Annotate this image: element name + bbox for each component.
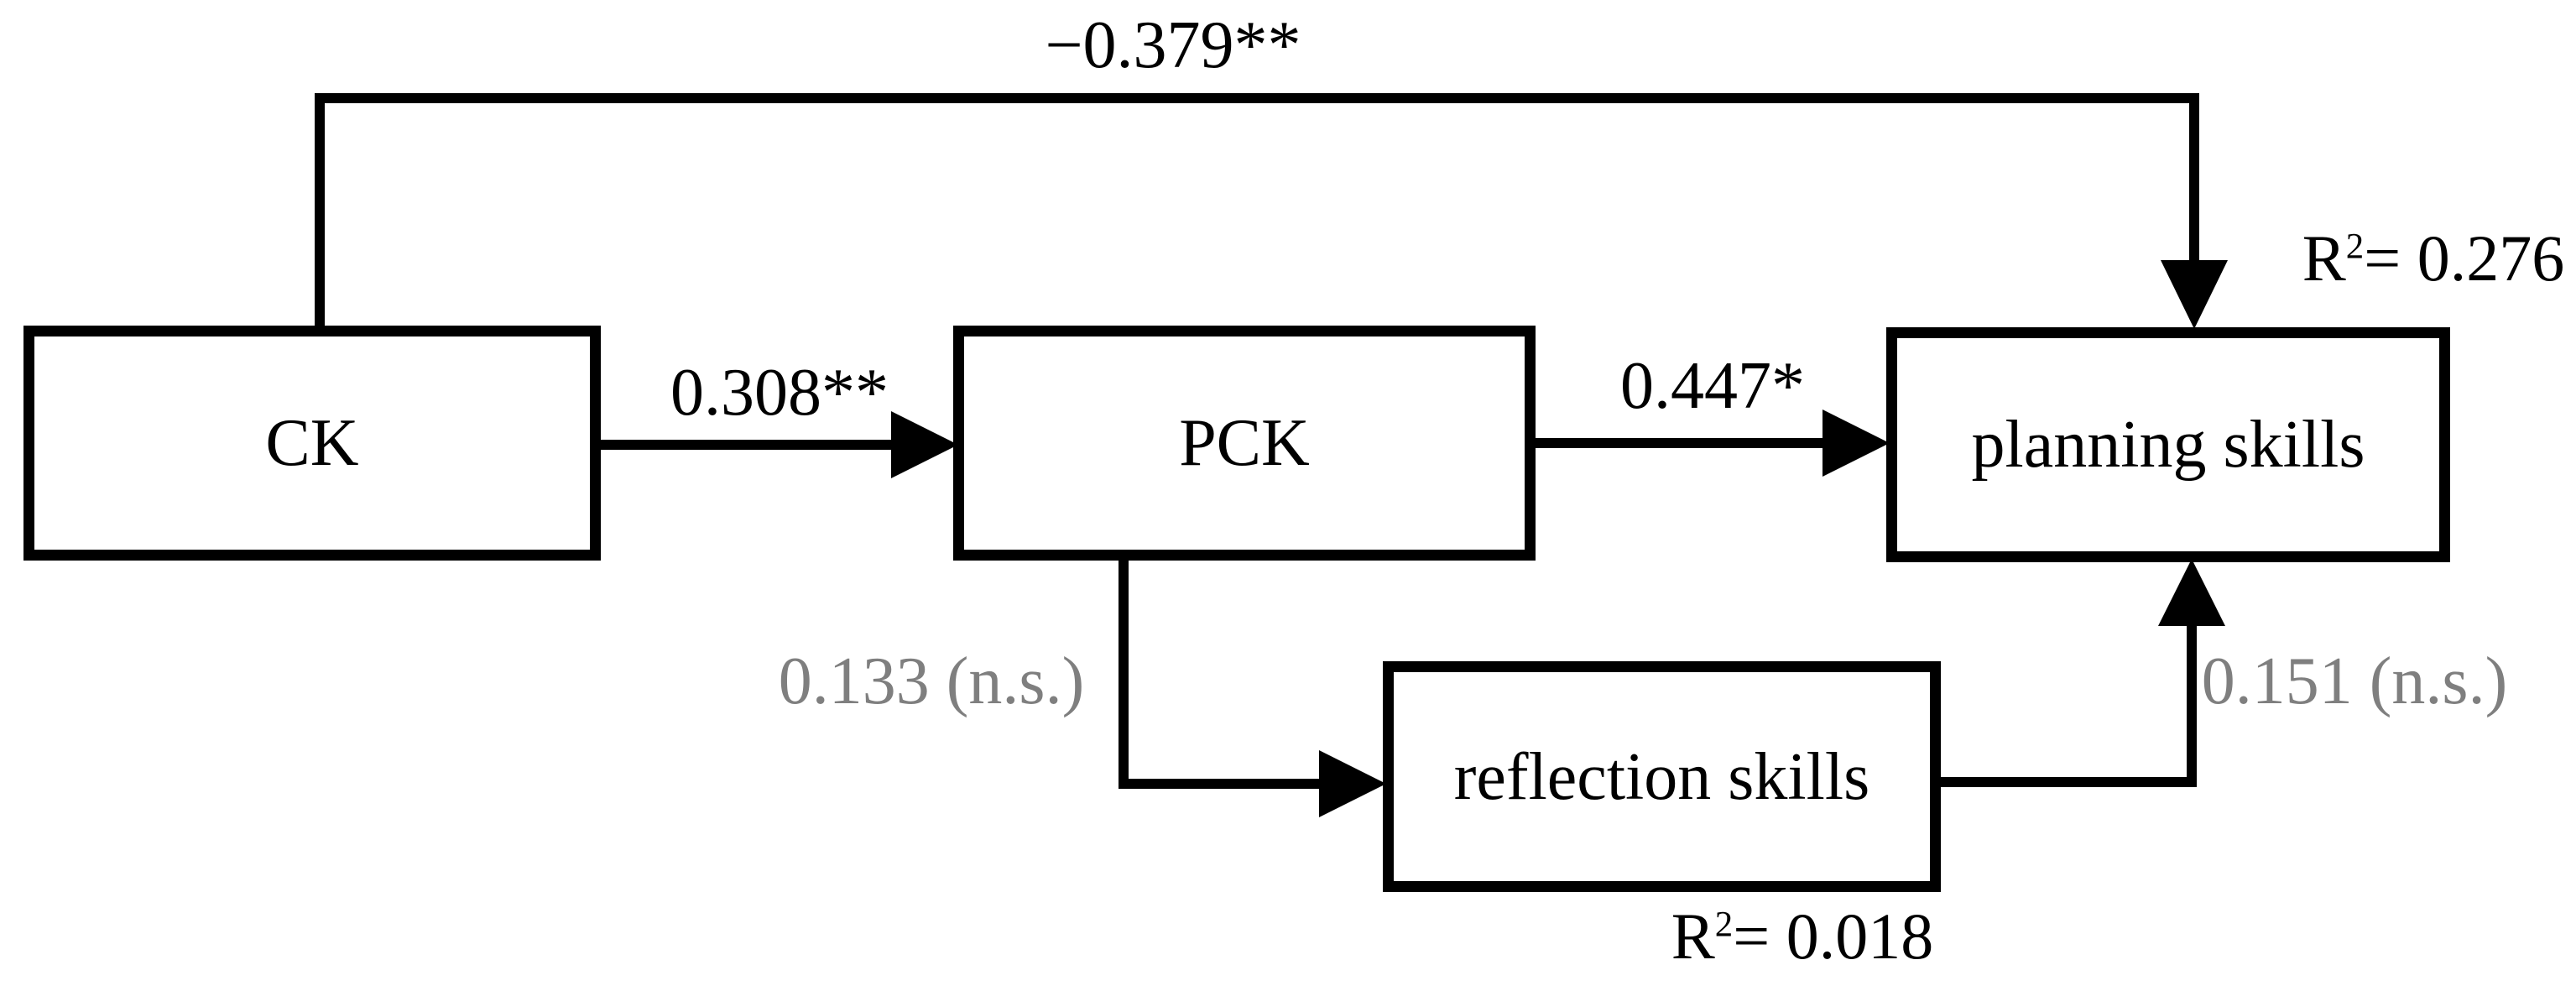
edge-reflection-planning-line bbox=[1941, 621, 2197, 787]
node-ck-label: CK bbox=[265, 406, 359, 480]
r-squared-reflection-exponent: 2 bbox=[1714, 905, 1734, 945]
node-reflection-skills: reflection skills bbox=[1383, 661, 1941, 892]
edge-ck-pck-arrowhead-icon bbox=[891, 411, 958, 478]
edge-pck-reflection-arrowhead-icon bbox=[1319, 750, 1386, 817]
node-planning-skills-label: planning skills bbox=[1971, 408, 2365, 482]
node-pck-label: PCK bbox=[1179, 406, 1310, 480]
r-squared-reflection-base: R bbox=[1671, 900, 1715, 973]
edge-ck-planning-coefficient: −0.379** bbox=[1045, 8, 1301, 82]
edge-reflection-planning-coefficient: 0.151 (n.s.) bbox=[2201, 644, 2508, 718]
node-pck: PCK bbox=[953, 326, 1536, 561]
edge-reflection-planning-arrowhead-icon bbox=[2158, 559, 2225, 626]
node-ck: CK bbox=[23, 326, 601, 561]
r-squared-reflection-value: = 0.018 bbox=[1733, 900, 1934, 973]
r-squared-planning-value: = 0.276 bbox=[2364, 222, 2565, 295]
edge-pck-planning-coefficient: 0.447* bbox=[1620, 349, 1805, 423]
edge-ck-planning-arrowhead-icon bbox=[2161, 260, 2228, 329]
edge-pck-reflection-coefficient: 0.133 (n.s.) bbox=[778, 644, 1085, 718]
node-planning-skills: planning skills bbox=[1886, 327, 2450, 562]
edge-pck-reflection-line bbox=[1119, 556, 1324, 789]
r-squared-planning: R2= 0.276 bbox=[2302, 226, 2564, 291]
r-squared-reflection: R2= 0.018 bbox=[1671, 904, 1933, 969]
edge-ck-planning-line bbox=[315, 93, 2199, 329]
r-squared-planning-base: R bbox=[2302, 222, 2346, 295]
node-reflection-skills-label: reflection skills bbox=[1453, 739, 1870, 814]
r-squared-planning-exponent: 2 bbox=[2345, 227, 2365, 267]
edge-pck-planning-arrowhead-icon bbox=[1822, 410, 1890, 477]
edge-ck-pck-coefficient: 0.308** bbox=[670, 356, 889, 430]
